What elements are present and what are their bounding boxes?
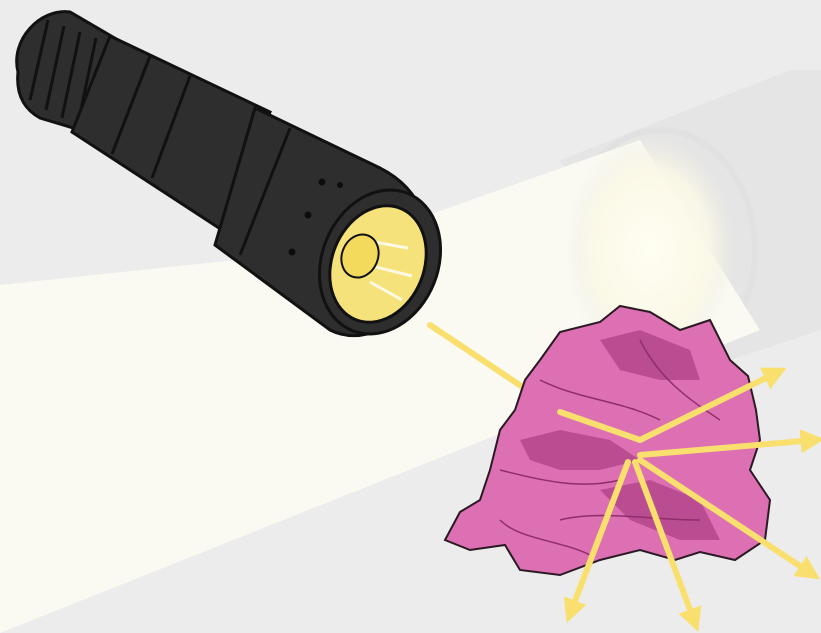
light-scattering-illustration (0, 0, 821, 633)
